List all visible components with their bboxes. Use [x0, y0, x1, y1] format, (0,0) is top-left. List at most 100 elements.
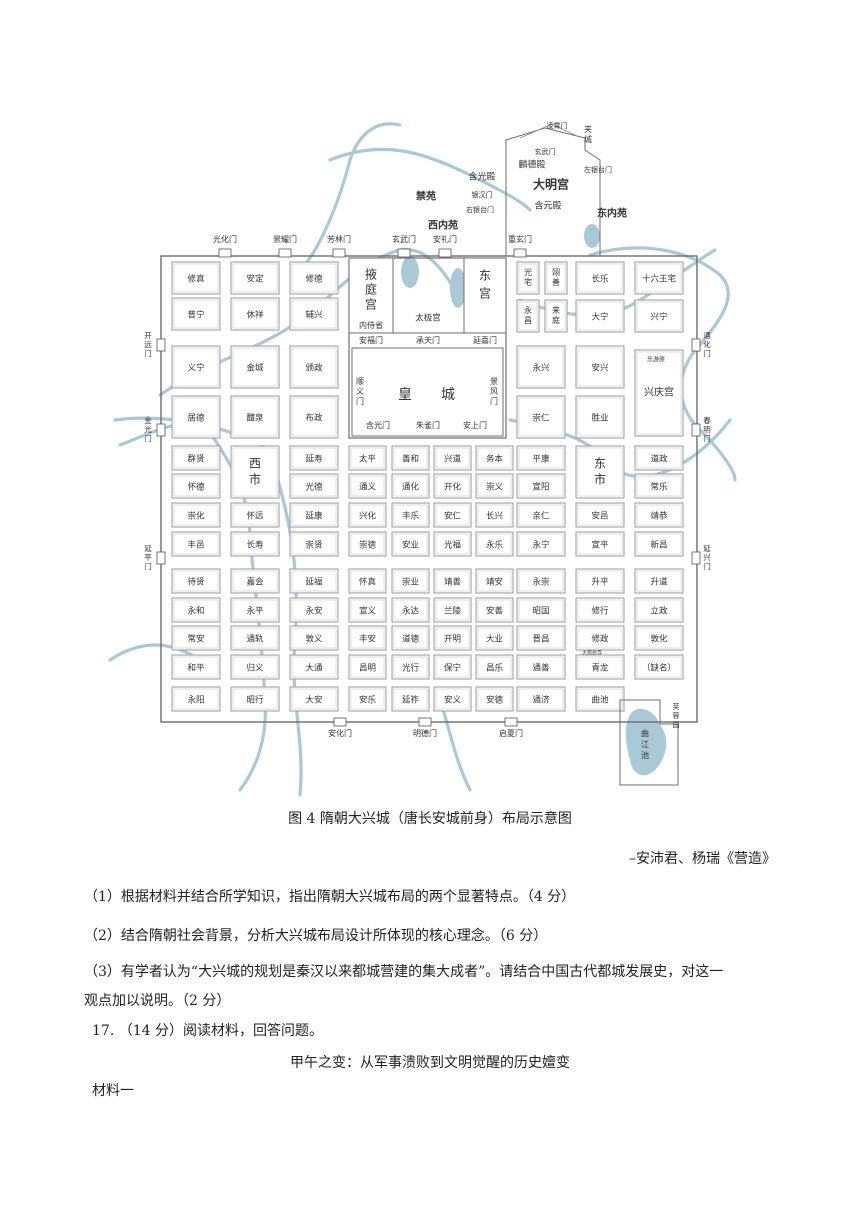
ward-east — [575, 531, 625, 557]
ward-label: 立政 — [650, 606, 668, 617]
ward-label: 和平 — [187, 664, 205, 674]
ward-inner — [435, 599, 470, 621]
city-layout-map: 修真安定修德普宁休祥辅兴义宁金城颁政居德醴泉布政群贤延寿怀德光德崇化怀远延康丰邑… — [108, 121, 737, 797]
ward-center — [433, 473, 472, 499]
figure-caption: 图 4 隋朝大兴城（唐长安城前身）布局示意图 — [288, 811, 572, 827]
ward-inner — [232, 447, 278, 497]
ward-label: 大宁 — [591, 312, 608, 323]
ward-east — [634, 473, 684, 499]
ward-inner — [350, 627, 385, 649]
ward-east — [634, 568, 684, 594]
ward-east — [516, 345, 566, 389]
ward-label: 崇德 — [359, 540, 377, 551]
ward-inner — [232, 533, 278, 555]
ward-label: 敦化 — [650, 634, 668, 645]
east-gate-label: 延 — [703, 543, 711, 553]
ward-east — [634, 261, 684, 295]
palace-area-label: 大明宫 — [533, 177, 569, 192]
ward-west — [289, 297, 339, 331]
material-label: 材料一 — [92, 1083, 134, 1099]
ward-label: 靖恭 — [650, 511, 668, 522]
imperial-city-label: 城 — [441, 387, 455, 403]
ward-inner — [518, 688, 564, 710]
river — [298, 122, 402, 272]
ward-center — [391, 473, 430, 499]
ward-inner — [173, 688, 219, 710]
ward-east — [516, 568, 566, 594]
west-market — [230, 445, 280, 499]
ward-inner — [173, 347, 219, 387]
ward-label: 大通 — [305, 663, 323, 674]
ward-center — [348, 654, 387, 680]
ward-inner — [477, 447, 512, 469]
ward-inner — [477, 533, 512, 555]
ward-label: 来 — [552, 306, 560, 315]
ward-label: 光 — [524, 267, 532, 277]
ward-inner — [435, 570, 470, 592]
west-gate-label: 门 — [144, 434, 152, 443]
ward-label: 永安 — [305, 606, 322, 617]
ward-inner — [636, 570, 682, 592]
east-market-label: 东 — [594, 457, 606, 471]
ward-inner — [477, 599, 512, 621]
ward-center — [433, 597, 472, 623]
ward-label: 怀德 — [187, 482, 205, 493]
ward-west — [171, 297, 221, 331]
gate-icon — [691, 551, 701, 565]
ward-inner — [393, 627, 428, 649]
ward-label: 归义 — [246, 663, 264, 674]
ward-label: 宣义 — [359, 606, 377, 617]
ward-label: 兴宁 — [650, 312, 667, 323]
ward-east — [544, 299, 568, 333]
ward-inner — [291, 475, 337, 497]
ward-center — [433, 686, 472, 712]
west-market-label: 西 — [249, 457, 261, 471]
ward-west — [230, 345, 280, 389]
south-gate-label: 启夏门 — [499, 728, 523, 738]
inner-gate-label: 风 — [490, 387, 498, 396]
xingqing-palace-label: 兴庆宫 — [644, 386, 674, 399]
ward-west — [230, 395, 280, 439]
ward-label: 道德 — [402, 634, 420, 645]
ward-inner — [435, 447, 470, 469]
palace-area-label: 夹 — [584, 124, 592, 134]
inner-gate-label: 义 — [356, 387, 364, 396]
ward-center — [348, 473, 387, 499]
ward-east — [516, 299, 540, 333]
ward-inner — [636, 599, 682, 621]
ward-west — [171, 531, 221, 557]
ward-east — [634, 531, 684, 557]
inner-gate-label: 内侍省 — [359, 320, 383, 330]
ward-label: 永和 — [187, 606, 204, 617]
ward-label: 醴泉 — [246, 413, 264, 424]
inner-gate-label: 朱雀门 — [416, 420, 440, 430]
ward-west — [230, 654, 280, 680]
ward-east — [575, 568, 625, 594]
ward-label: 晋昌 — [532, 635, 549, 645]
ward-east — [516, 473, 566, 499]
ward-east — [575, 395, 625, 439]
ward-west — [289, 568, 339, 594]
top-gate-label: 安礼门 — [433, 234, 457, 244]
ward-label: 通义 — [359, 482, 377, 493]
west-gate-label: 光 — [144, 424, 152, 434]
river — [588, 246, 737, 482]
river — [438, 698, 472, 792]
ward-inner — [291, 263, 337, 293]
ward-inner — [577, 570, 623, 592]
ward-center — [348, 502, 387, 528]
ward-label: 崇业 — [402, 577, 419, 588]
ward-east — [516, 597, 566, 623]
ward-inner — [393, 599, 428, 621]
ward-inner — [477, 475, 512, 497]
east-palace-label: 东 — [479, 269, 491, 283]
river — [108, 643, 202, 662]
ward-inner — [232, 599, 278, 621]
ward-label: 休祥 — [246, 310, 264, 321]
question-3-line-2: 观点加以说明。（2 分） — [84, 993, 231, 1009]
ward-center — [391, 597, 430, 623]
palace-area-label: 含光殿 — [468, 171, 495, 183]
ward-label: 光德 — [305, 482, 323, 493]
ward-west — [289, 686, 339, 712]
east-gate-label: 门 — [703, 349, 711, 358]
